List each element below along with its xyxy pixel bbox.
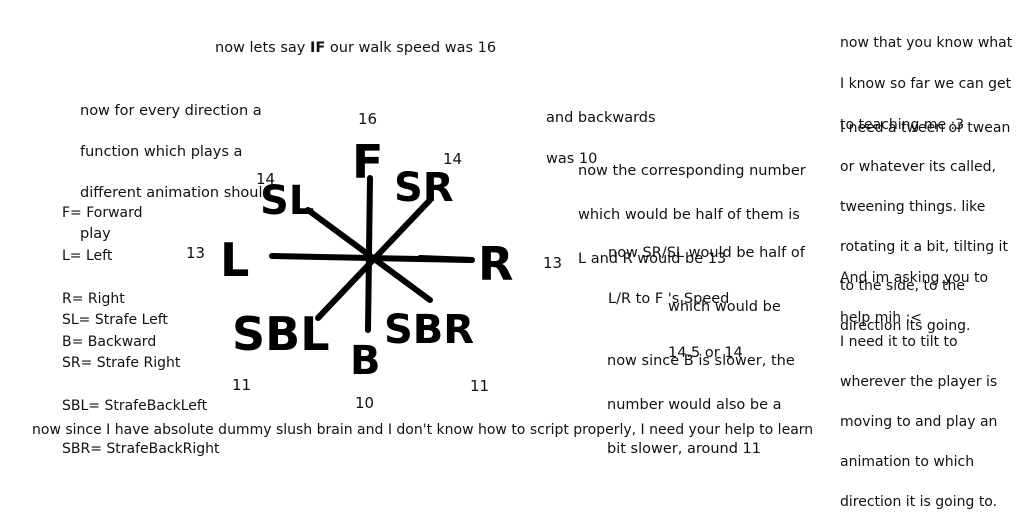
compass-label-b: B — [350, 338, 381, 384]
speed-r: 13 — [543, 254, 562, 272]
legend-item: SBL= StrafeBackLeft — [62, 397, 208, 414]
legend-item: R= Right — [62, 290, 125, 307]
text-line: play — [80, 225, 111, 242]
legend-item: L= Left — [62, 247, 113, 264]
text-line: now since B is slower, the — [607, 353, 795, 369]
text-line: was 10 — [546, 150, 598, 167]
legend-item: SBR= StrafeBackRight — [62, 440, 220, 457]
b-slower-note: now since B is slower, the number would … — [607, 328, 795, 482]
legend-item: F= Forward — [62, 204, 143, 221]
legend-strafes: SL= Strafe Left SR= Strafe Right SBL= St… — [62, 288, 220, 482]
speed-l: 13 — [186, 244, 205, 262]
compass-label-sl: SL — [260, 178, 314, 224]
compass-label-sbr: SBR — [384, 307, 474, 353]
text-line: now SR/SL would be half of — [608, 245, 805, 261]
text-line: I need a tween or twean — [840, 119, 1011, 136]
speed-f: 16 — [358, 110, 377, 128]
text-line: L and R would be 13 — [578, 251, 727, 267]
compass-line-diagonal-sl — [315, 197, 433, 321]
header-emphasis: IF — [309, 40, 326, 56]
text-line: 14.5 or 14 — [668, 345, 743, 361]
right-note-teaching: now that you know what I know so far we … — [840, 12, 1012, 156]
right-note-help: And im asking you to help mih :< — [840, 248, 988, 348]
text-line: help mih :< — [840, 310, 923, 326]
text-line: And im asking you to — [840, 270, 989, 286]
text-line: which would be — [668, 299, 781, 315]
would-be-note: which would be 14.5 or 14 — [668, 273, 781, 388]
speed-sbr: 11 — [470, 377, 489, 395]
text-line: now for every direction a — [80, 102, 262, 119]
text-line: now that you know what — [840, 34, 1013, 51]
compass-label-sr: SR — [394, 165, 454, 211]
text-line: to the side, to the — [840, 278, 965, 295]
legend-item: SL= Strafe Left — [62, 311, 168, 328]
text-line: function which plays a — [80, 143, 243, 160]
text-line: now the corresponding number — [578, 163, 806, 179]
text-line: rotating it a bit, tilting it — [840, 238, 1008, 255]
compass-lines — [269, 175, 475, 333]
legend-item: B= Backward — [62, 333, 157, 350]
speed-sbl: 11 — [232, 376, 251, 394]
text-line: number would also be a — [607, 397, 782, 413]
compass-line-diagonal-sr — [305, 207, 433, 303]
text-line: and backwards — [546, 109, 656, 126]
text-line: to teaching me :3 — [840, 116, 965, 133]
speed-b: 10 — [355, 394, 374, 412]
right-note-tween: I need a tween or twean or whatever its … — [840, 99, 1010, 356]
speed-sr: 14 — [443, 150, 462, 168]
backwards-note: and backwards was 10 — [546, 87, 656, 190]
corresponding-note: now the corresponding number which would… — [578, 138, 806, 292]
text-line: direction it is going to. — [840, 494, 998, 510]
compass-label-l: L — [220, 233, 249, 287]
text-line: direction its going. — [840, 317, 971, 334]
text-line: moving to and play an — [840, 414, 998, 430]
header-suffix: our walk speed was 16 — [325, 40, 497, 56]
text-line: animation to which — [840, 454, 975, 470]
compass-label-f: F — [352, 135, 383, 189]
header-walk-speed: now lets say IF our walk speed was 16 — [215, 38, 496, 59]
compass-label-r: R — [478, 237, 513, 291]
compass-line-r-stub — [417, 255, 475, 263]
strafe-half-note: now SR/SL would be half of L/R to F 's S… — [608, 219, 805, 334]
text-line: different animation should — [80, 184, 272, 201]
header-prefix: now lets say — [215, 40, 310, 56]
intro-text: now for every direction a function which… — [80, 80, 272, 265]
text-line: which would be half of them is — [578, 207, 800, 223]
text-line: tweening things. like — [840, 198, 986, 215]
direction-compass-diagram: F SR R SBR B SBL L SL 16 14 13 11 10 11 … — [186, 110, 562, 412]
text-line: I know so far we can get — [840, 75, 1012, 92]
speed-sl: 14 — [256, 170, 275, 188]
text-line: L/R to F 's Speed — [608, 291, 730, 307]
legend-directions: F= Forward L= Left R= Right B= Backward — [62, 181, 156, 375]
text-line: bit slower, around 11 — [607, 441, 761, 457]
right-note-tilt: I need it to tilt to wherever the player… — [840, 312, 997, 532]
footer-help-request: now since I have absolute dummy slush br… — [32, 422, 814, 438]
text-line: or whatever its called, — [840, 159, 997, 176]
text-line: I need it to tilt to — [840, 334, 958, 350]
legend-item: SR= Strafe Right — [62, 354, 181, 371]
text-line: wherever the player is — [840, 374, 998, 390]
compass-label-sbl: SBL — [232, 307, 330, 361]
